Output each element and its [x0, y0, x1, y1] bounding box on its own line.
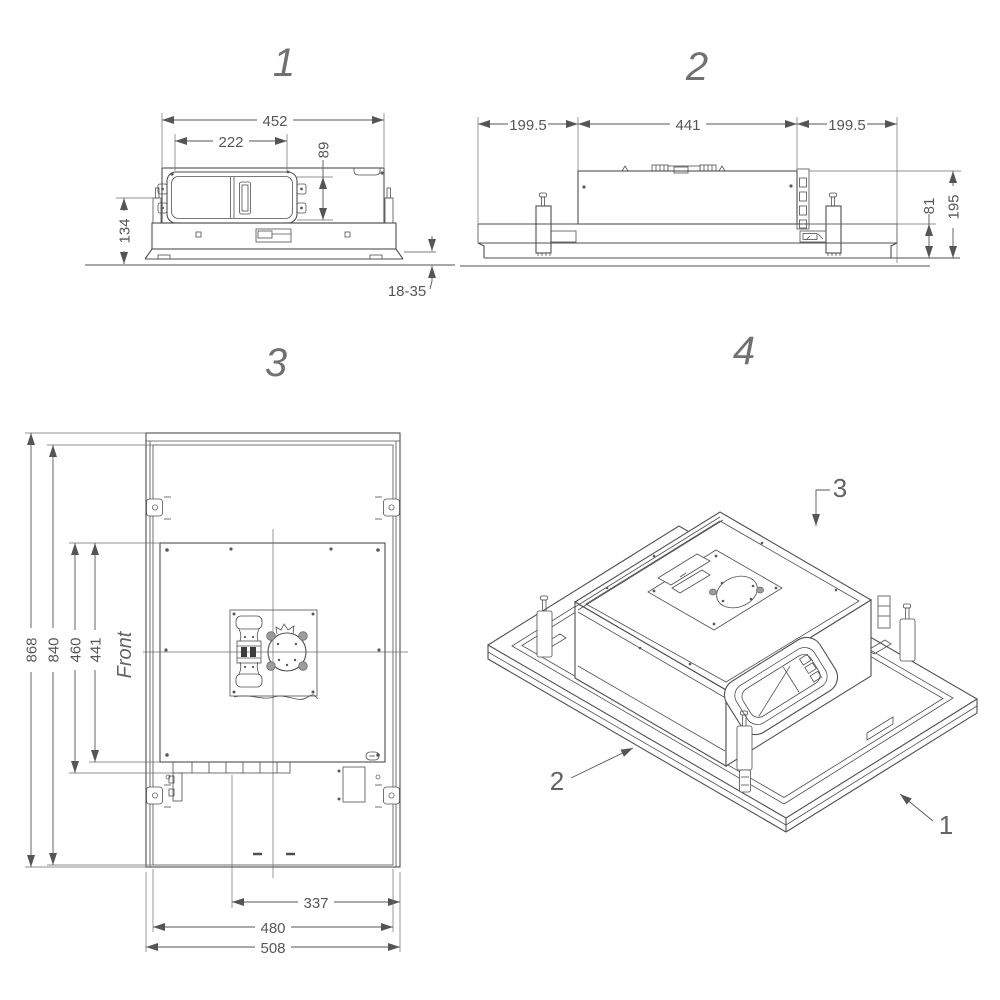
v1-dim-duct-width: 222 — [174, 133, 288, 171]
dim-840: 840 — [46, 637, 63, 662]
v1-dim-duct-height: 89 — [297, 142, 333, 221]
v4-plenum-box — [573, 511, 873, 767]
v3-clip-bottom-left — [146, 784, 171, 808]
v3-dim-cutout-width: 508 — [145, 872, 400, 957]
v2-dim-center-width: 441 — [577, 116, 798, 171]
v4-hanger-bolts — [536, 595, 916, 793]
v3-damper — [235, 615, 263, 688]
v3-clip-top-left — [146, 496, 171, 520]
view-4-isometric-view: 4 — [486, 329, 979, 840]
v1-dim-body-height: 134 — [116, 197, 154, 264]
dim-222: 222 — [218, 134, 243, 151]
v3-clip-bottom-right — [375, 784, 400, 808]
v2-dim-total-height: 195 — [809, 170, 963, 258]
v2-dim-left-offset: 199.5 — [477, 116, 578, 224]
dim-81: 81 — [921, 198, 938, 215]
v3-dim-body-outer-depth: 460 — [68, 542, 180, 774]
v3-unit-top — [143, 529, 408, 878]
v1-dim-overall-width: 452 — [161, 112, 385, 167]
callout-1-label: 1 — [939, 810, 953, 840]
dim-452: 452 — [262, 113, 287, 130]
view-4-label: 4 — [733, 329, 755, 373]
dim-18-35: 18-35 — [388, 283, 426, 300]
view-1-front-elevation: 1 — [85, 41, 455, 300]
view-2-label: 2 — [685, 45, 708, 89]
v3-dim-body-inner-depth: 441 — [88, 543, 160, 763]
v2-unit-body — [460, 164, 960, 267]
v2-dim-panel-height: 81 — [809, 198, 938, 258]
v4-duct-spigot — [723, 636, 839, 736]
callout-3-label: 3 — [833, 473, 847, 503]
v3-dim-inner-length: 840 — [46, 444, 153, 866]
dim-199-5-right: 199.5 — [828, 117, 866, 134]
dim-134: 134 — [117, 218, 134, 243]
dim-508: 508 — [260, 940, 285, 957]
dim-441-side: 441 — [675, 117, 700, 134]
v4-callout-3: 3 — [812, 473, 847, 526]
dim-89: 89 — [316, 142, 333, 159]
dim-868: 868 — [24, 637, 41, 662]
dim-337: 337 — [303, 895, 328, 912]
view-3-plan-view: 3 — [24, 341, 408, 957]
dim-441-plan: 441 — [88, 637, 105, 662]
dim-480: 480 — [260, 920, 285, 937]
dim-199-5-left: 199.5 — [509, 117, 547, 134]
v1-dim-ceiling-gap: 18-35 — [388, 236, 436, 300]
v1-unit-body — [85, 167, 455, 266]
v4-callout-1: 1 — [899, 793, 953, 840]
view-2-side-elevation: 2 — [460, 45, 963, 267]
v3-dim-inner-width: 480 — [152, 869, 394, 937]
view-3-label: 3 — [265, 341, 287, 385]
v3-dim-duct-offset: 337 — [231, 775, 401, 952]
dim-195: 195 — [946, 194, 963, 219]
front-label: Front — [114, 630, 136, 678]
v2-dim-right-offset: 199.5 — [797, 116, 898, 263]
callout-2-label: 2 — [550, 766, 564, 796]
v4-callout-2: 2 — [550, 747, 634, 796]
v3-clip-top-right — [375, 496, 400, 520]
view-1-label: 1 — [273, 41, 295, 85]
v3-dim-cutout-length: 868 — [24, 432, 146, 868]
v4-motor-plate — [647, 549, 783, 631]
dim-460: 460 — [68, 637, 85, 662]
v3-fan-motor — [266, 623, 308, 672]
